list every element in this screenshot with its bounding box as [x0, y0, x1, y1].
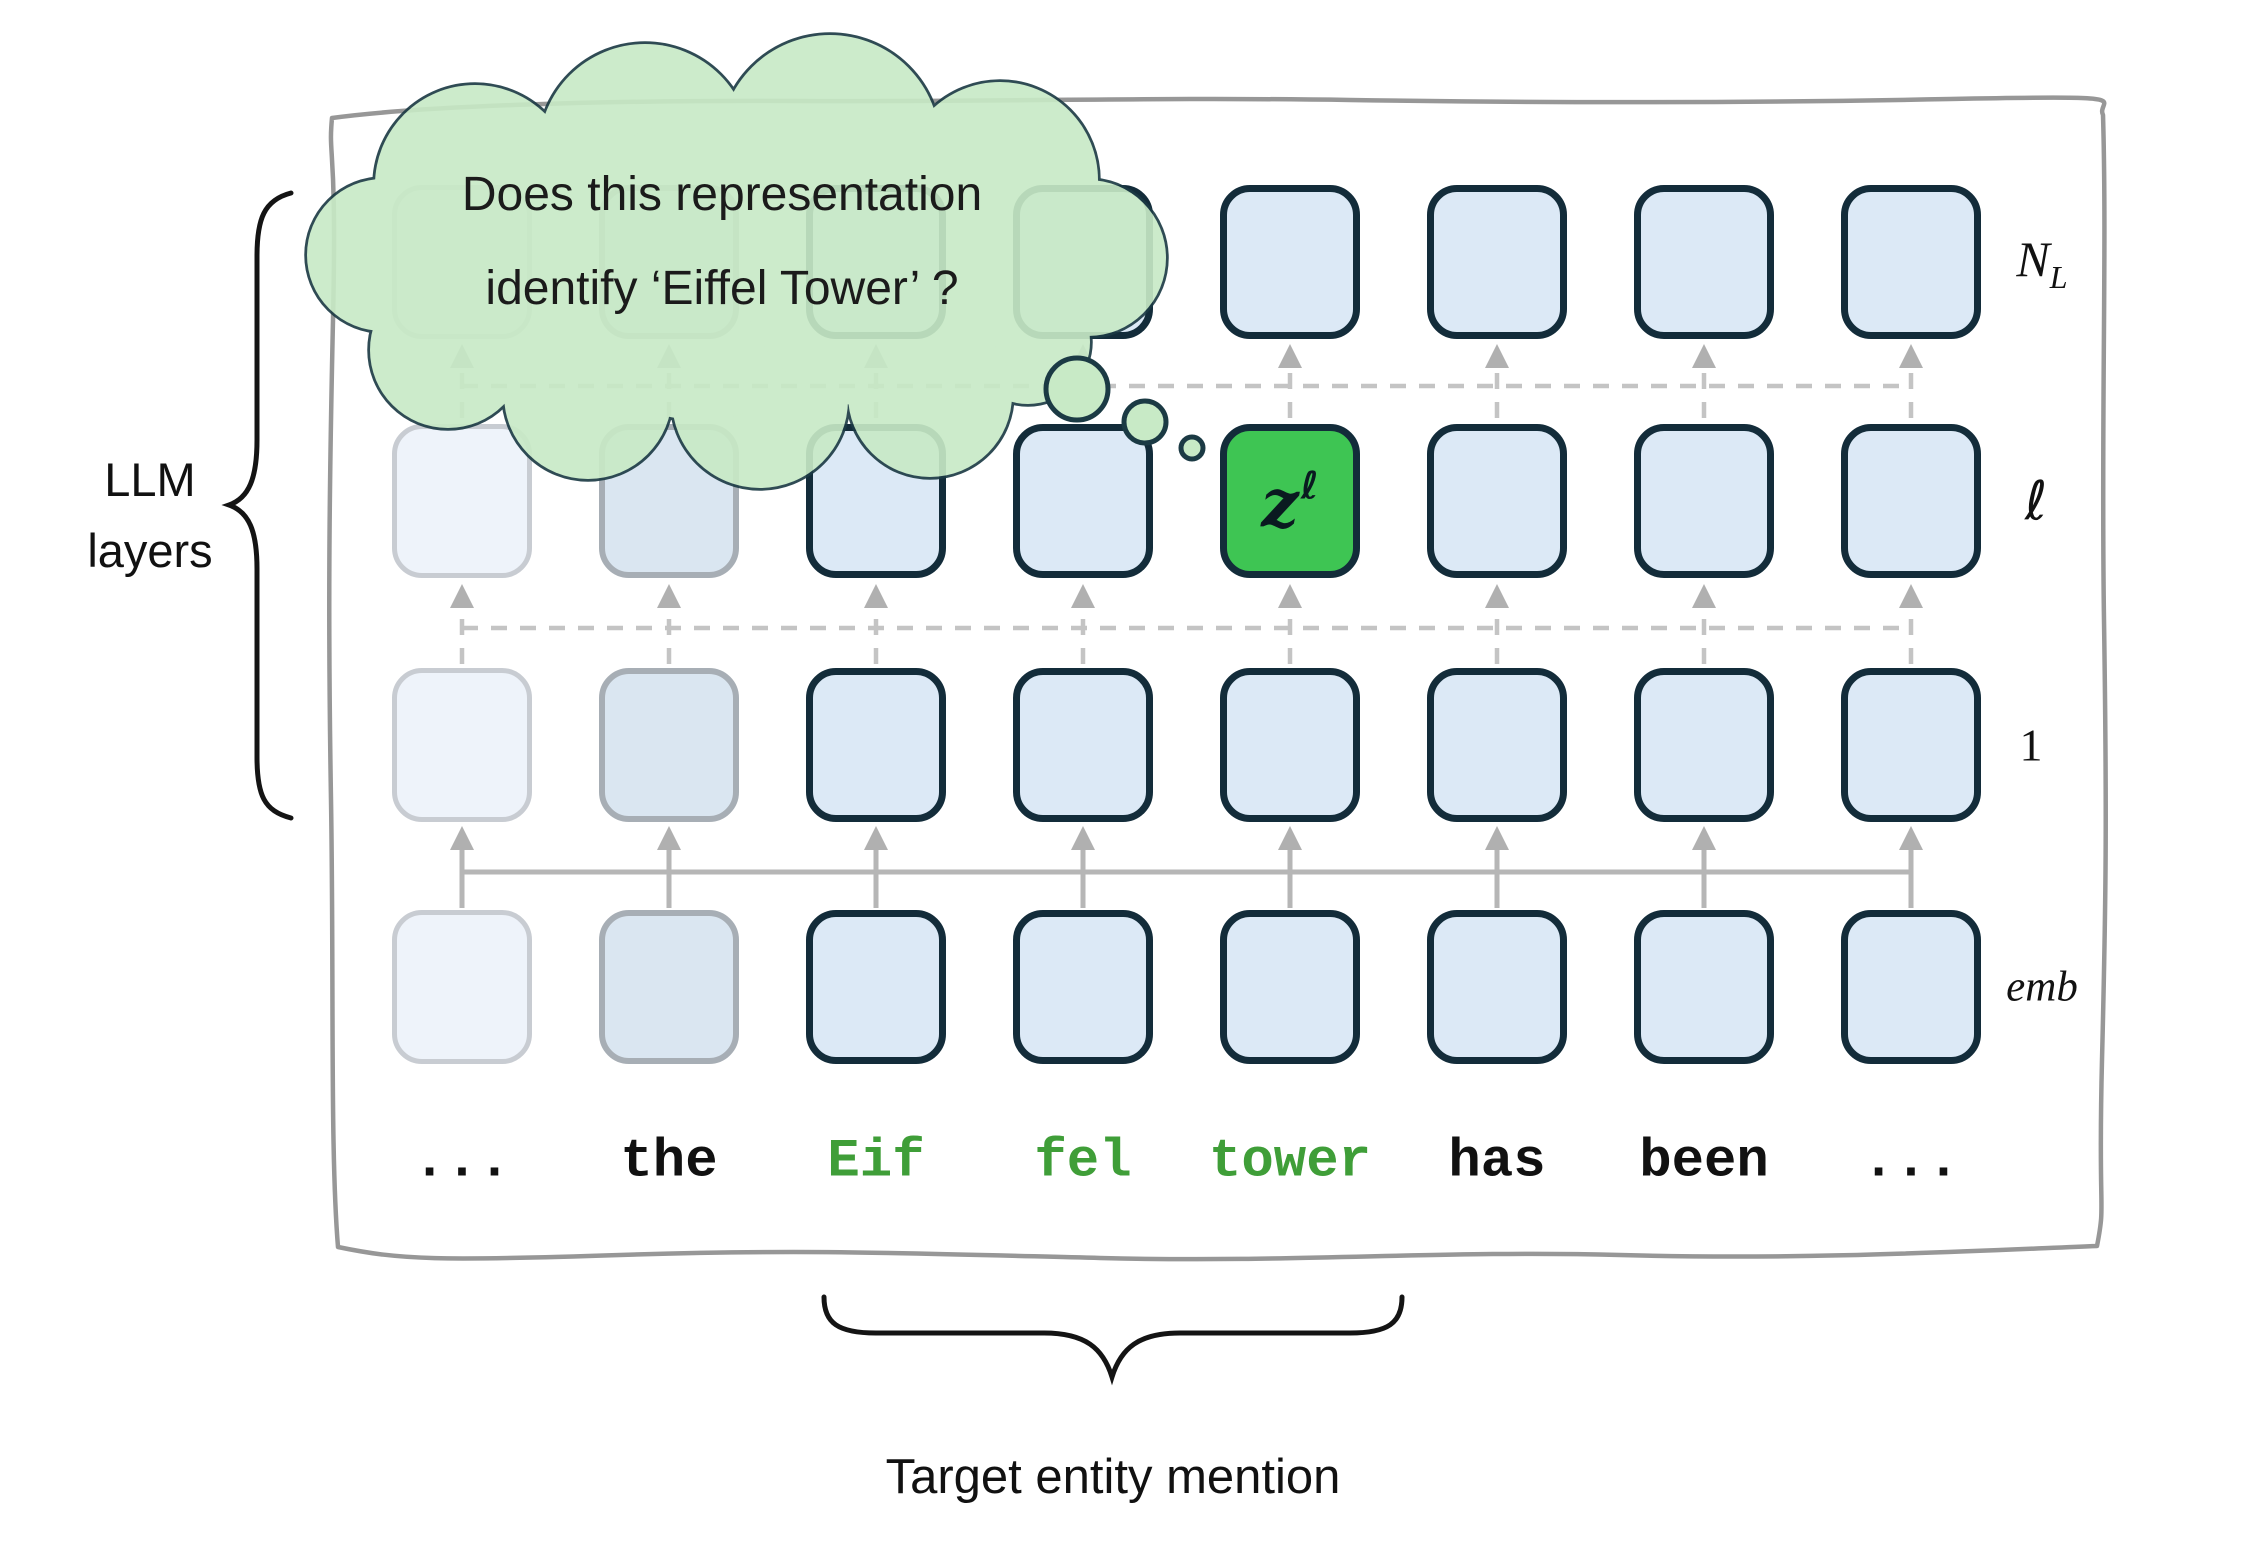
representation-box-one-5 [1427, 668, 1567, 822]
representation-box-one-3 [1013, 668, 1153, 822]
representation-box-emb-5 [1427, 910, 1567, 1064]
sketch-frame [327, 95, 2108, 1262]
representation-box-one-6 [1634, 668, 1774, 822]
bottom-curly-brace [821, 1294, 1405, 1386]
cloud-text-line2: identify ‘Eiffel Tower’ ? [485, 262, 959, 315]
representation-box-ell-0 [392, 424, 532, 578]
representation-box-NL-7 [1841, 185, 1981, 339]
layer-label-top-base: N [2016, 231, 2050, 287]
representation-box-emb-0 [392, 910, 532, 1064]
representation-box-ell-6 [1634, 424, 1774, 578]
llm-label-line1: LLM [104, 453, 196, 506]
z-superscript: ℓ [1300, 463, 1319, 508]
left-curly-brace [221, 190, 294, 821]
representation-box-emb-1 [599, 910, 739, 1064]
llm-layers-label: LLM layers [87, 444, 212, 586]
representation-box-NL-6 [1634, 185, 1774, 339]
layer-label-emb: emb [2006, 963, 2078, 1011]
representation-box-one-0 [392, 668, 532, 822]
token-tower: tower [1208, 1131, 1372, 1193]
z-symbol: z [1261, 464, 1299, 543]
llm-label-line2: layers [87, 524, 213, 577]
token-been: been [1639, 1131, 1769, 1193]
token-the: the [620, 1131, 718, 1193]
representation-box-one-1 [599, 668, 739, 822]
cloud-text-line1: Does this representation [461, 168, 983, 221]
representation-box-NL-4 [1220, 185, 1360, 339]
token-ellipsis-right: ... [1862, 1131, 1960, 1193]
layer-label-one: 1 [2019, 719, 2043, 771]
highlighted-representation-box-ell-4 [1220, 424, 1360, 578]
representation-box-ell-5 [1427, 424, 1567, 578]
representation-box-one-7 [1841, 668, 1981, 822]
representation-box-ell-3 [1013, 424, 1153, 578]
representation-box-emb-3 [1013, 910, 1153, 1064]
representation-box-ell-7 [1841, 424, 1981, 578]
token-fel: fel [1034, 1131, 1132, 1193]
token-eif: Eif [827, 1131, 925, 1193]
token-has: has [1448, 1131, 1546, 1193]
representation-box-emb-7 [1841, 910, 1981, 1064]
thought-cloud-text: Does this representation identify ‘Eiffe… [462, 148, 982, 336]
thought-bubble-large [1043, 355, 1111, 423]
token-ellipsis-left: ... [413, 1131, 511, 1193]
representation-box-emb-6 [1634, 910, 1774, 1064]
layer-label-top-sub: L [2049, 259, 2068, 295]
representation-box-emb-2 [806, 910, 946, 1064]
representation-box-NL-5 [1427, 185, 1567, 339]
representation-box-emb-4 [1220, 910, 1360, 1064]
layer-label-top: NL [2016, 230, 2067, 296]
representation-box-one-2 [806, 668, 946, 822]
thought-bubble-medium [1121, 398, 1169, 446]
representation-box-one-4 [1220, 668, 1360, 822]
highlighted-representation-label: zℓ [1261, 464, 1318, 543]
thought-cloud [304, 32, 1169, 491]
thought-bubble-small [1178, 434, 1206, 462]
target-entity-mention-label: Target entity mention [885, 1450, 1341, 1504]
thought-bubble-trail [1043, 355, 1206, 462]
layer-label-ell: ℓ [2024, 469, 2048, 533]
